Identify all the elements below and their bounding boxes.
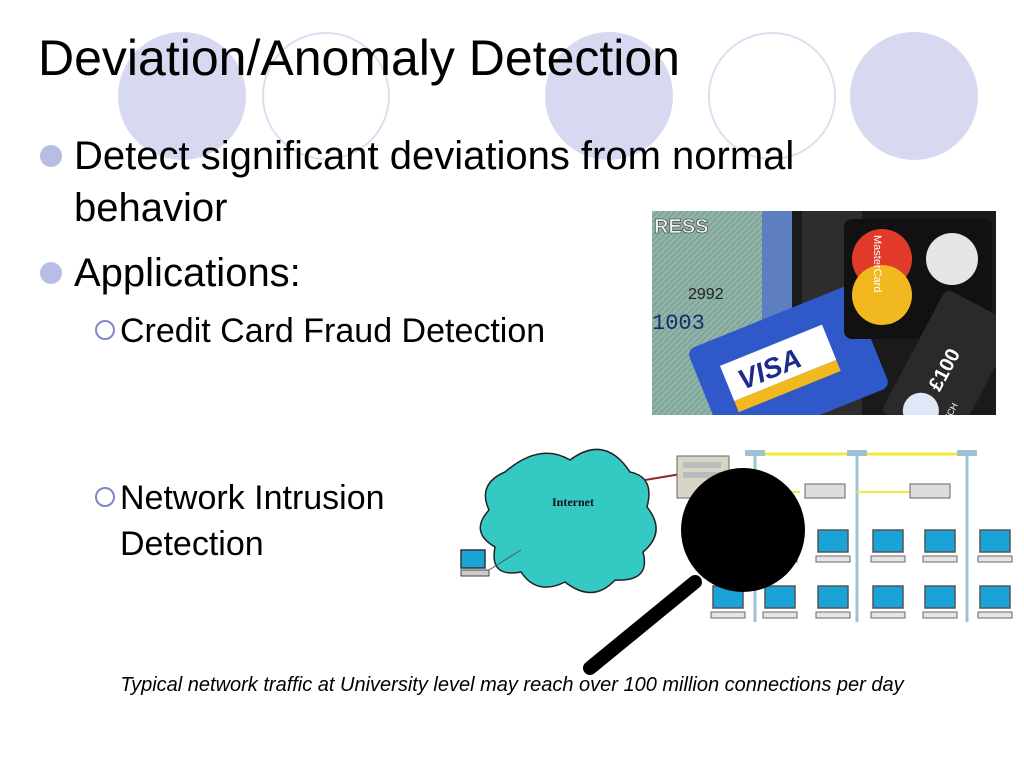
bullet-text-continued: behavior (74, 186, 228, 230)
bullet-dot (40, 262, 62, 284)
card-text: RESS (654, 216, 708, 238)
decor-circle (118, 32, 246, 160)
printer-icon (909, 483, 951, 499)
monitor-icon (979, 529, 1011, 553)
sub-bullet-ring (95, 320, 115, 340)
slide-title: Deviation/Anomaly Detection (38, 30, 680, 86)
decor-ring (708, 32, 836, 160)
credit-cards-image: RESS 2992 1003 VISA MasterCard SWITCH £1… (652, 211, 996, 415)
caption: Typical network traffic at University le… (120, 674, 904, 696)
sub-bullet-text-continued: Detection (120, 525, 264, 563)
printer-icon (804, 483, 846, 499)
monitor-icon (872, 585, 904, 609)
bullet-dot (40, 145, 62, 167)
decor-circle (545, 32, 673, 160)
monitor-icon (817, 585, 849, 609)
bullet-text: Detect significant deviations from norma… (74, 134, 795, 178)
decor-circle (850, 32, 978, 160)
magnifying-glass-icon (583, 468, 805, 675)
card-text: MasterCard (871, 235, 883, 292)
monitor-icon (924, 585, 956, 609)
network-diagram-image: Internet (460, 448, 1013, 675)
internet-cloud (479, 448, 657, 594)
monitor-icon (817, 529, 849, 553)
pc-icon (460, 549, 486, 569)
monitor-icon (924, 529, 956, 553)
monitor-icon (764, 585, 796, 609)
card-text: 2992 (688, 286, 724, 303)
sub-bullet-ring (95, 487, 115, 507)
bullet-text: Applications: (74, 251, 301, 295)
sub-bullet-text: Network Intrusion (120, 479, 385, 517)
decor-ring (262, 32, 390, 160)
monitor-icon (872, 529, 904, 553)
internet-label: Internet (552, 495, 594, 509)
sub-bullet-text: Credit Card Fraud Detection (120, 312, 546, 350)
card-text: 1003 (652, 311, 705, 336)
monitor-icon (979, 585, 1011, 609)
